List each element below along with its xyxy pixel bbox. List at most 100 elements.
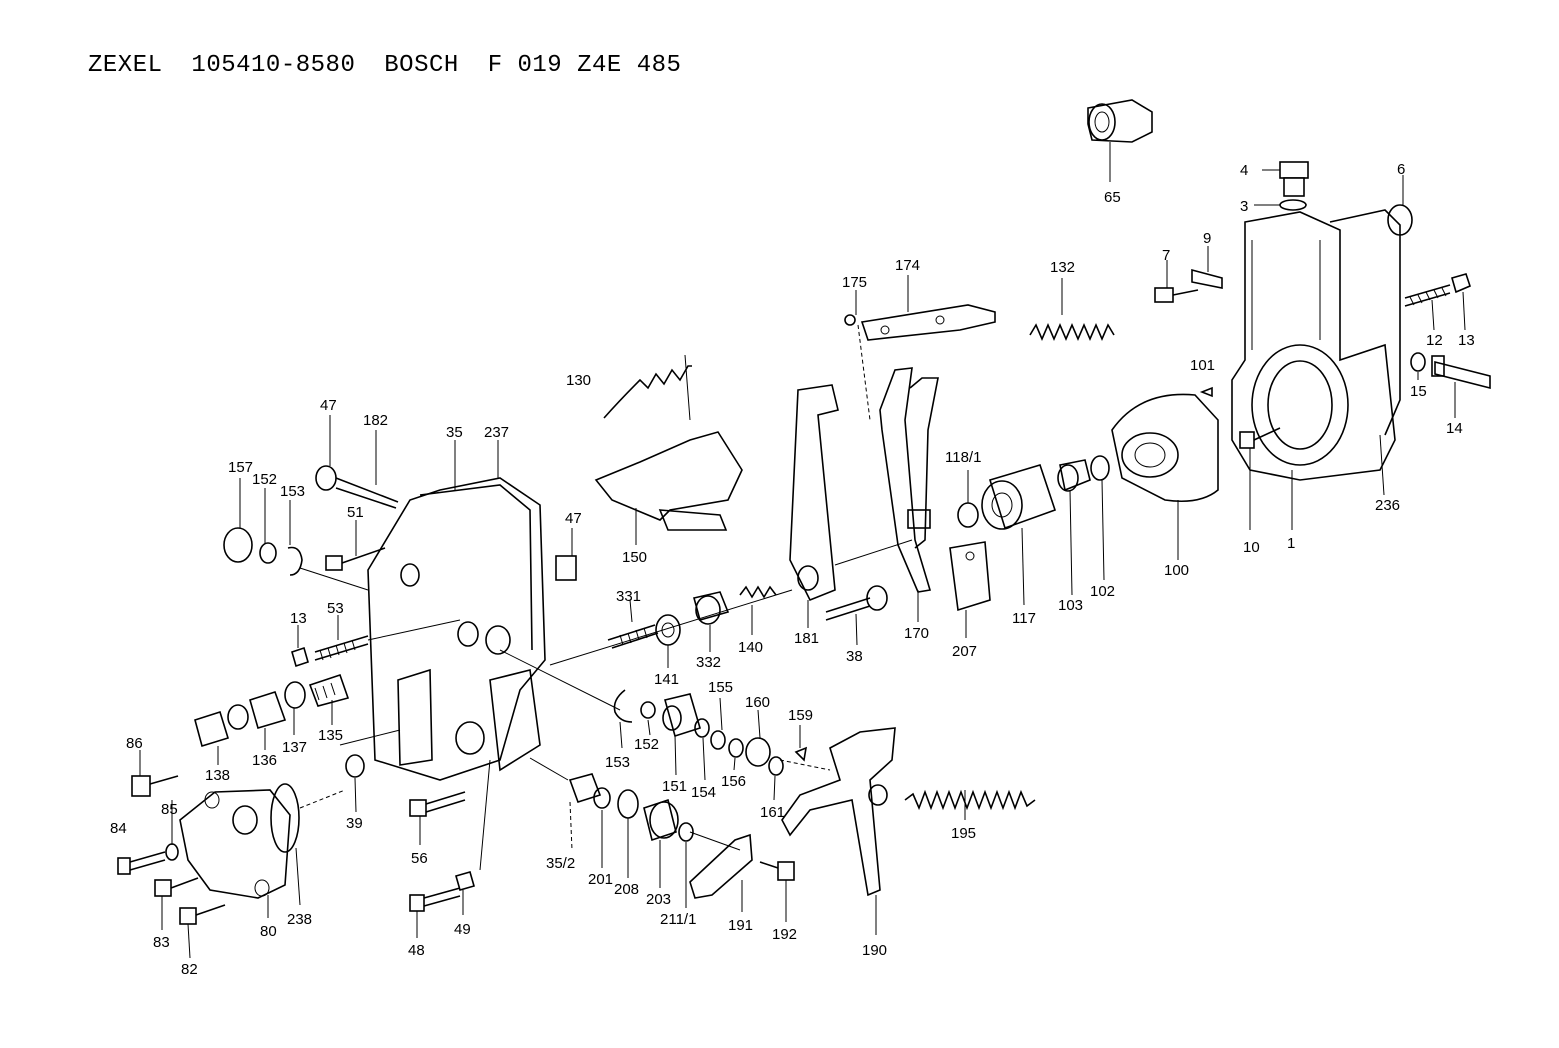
callout-153: 153 <box>280 483 305 500</box>
part-151-156-seal-stack <box>613 689 808 801</box>
part-135-138-adjust-assembly <box>194 673 350 765</box>
title-part-number-bosch: F 019 Z4E 485 <box>487 52 682 79</box>
callout-48: 48 <box>408 942 425 959</box>
part-7-9-bolt-plate <box>1154 246 1223 303</box>
callout-170: 170 <box>904 625 929 642</box>
part-331-332-140-141-adjuster <box>607 585 777 668</box>
callout-35-2: 35/2 <box>546 855 575 872</box>
part-207-block <box>949 541 991 638</box>
part-157-152-153-seal <box>223 478 369 591</box>
callout-83: 83 <box>153 934 170 951</box>
callout-65: 65 <box>1104 189 1121 206</box>
part-174-175-lever <box>844 275 996 421</box>
callout-118-1: 118/1 <box>945 449 981 466</box>
callout-237: 237 <box>484 424 509 441</box>
part-51-bolt <box>325 520 386 571</box>
callout-130: 130 <box>566 372 591 389</box>
part-80-housing <box>179 783 346 918</box>
part-101-key <box>1199 386 1213 398</box>
callout-211-1: 211/1 <box>660 911 696 928</box>
callout-238: 238 <box>287 911 312 928</box>
part-10-bolt <box>1239 427 1281 530</box>
callout-331: 331 <box>616 588 641 605</box>
callout-56: 56 <box>411 850 428 867</box>
part-1-governor-housing <box>1231 175 1413 530</box>
part-35-237-cover <box>367 440 793 871</box>
callout-85: 85 <box>161 801 178 818</box>
callout-201: 201 <box>588 871 613 888</box>
callout-7: 7 <box>1162 247 1170 264</box>
part-100-flyweight <box>1111 393 1219 560</box>
part-190-lever <box>779 727 896 935</box>
callout-84: 84 <box>110 820 127 837</box>
callout-12: 12 <box>1426 332 1443 349</box>
callout-161: 161 <box>760 804 785 821</box>
callout-136: 136 <box>252 752 277 769</box>
callout-14: 14 <box>1446 420 1463 437</box>
callout-15: 15 <box>1410 383 1427 400</box>
part-102-103-117-sleeve <box>981 455 1110 606</box>
callout-159: 159 <box>788 707 813 724</box>
callout-103: 103 <box>1058 597 1083 614</box>
callout-175: 175 <box>842 274 867 291</box>
callout-47: 47 <box>320 397 337 414</box>
callout-labels: 65 4 3 6 7 9 132 174 175 12 13 101 15 14… <box>110 161 1475 978</box>
callout-138: 138 <box>205 767 230 784</box>
callout-153: 153 <box>605 754 630 771</box>
callout-195: 195 <box>951 825 976 842</box>
diagram-title: ZEXEL 105410-8580 BOSCH F 019 Z4E 485 <box>88 52 695 79</box>
callout-38: 38 <box>846 648 863 665</box>
callout-174: 174 <box>895 257 920 274</box>
callout-4: 4 <box>1240 162 1248 179</box>
callout-9: 9 <box>1203 230 1211 247</box>
callout-82: 82 <box>181 961 198 978</box>
callout-53: 53 <box>327 600 344 617</box>
callout-190: 190 <box>862 942 887 959</box>
part-4-plug <box>1254 161 1309 211</box>
callout-236: 236 <box>1375 497 1400 514</box>
callout-101: 101 <box>1190 357 1215 374</box>
callout-135: 135 <box>318 727 343 744</box>
callout-80: 80 <box>260 923 277 940</box>
callout-117: 117 <box>1012 610 1036 627</box>
title-part-number-zexel: 105410-8580 <box>191 52 356 79</box>
callout-157: 157 <box>228 459 253 476</box>
callout-150: 150 <box>622 549 647 566</box>
part-12-13-stud <box>1404 273 1471 331</box>
callout-141: 141 <box>654 671 679 688</box>
callout-47: 47 <box>565 510 582 527</box>
part-352-201-208-203-211-fittings <box>529 757 694 908</box>
callout-39: 39 <box>346 815 363 832</box>
callout-49: 49 <box>454 921 471 938</box>
callout-203: 203 <box>646 891 671 908</box>
callout-35: 35 <box>446 424 463 441</box>
title-maker-zexel: ZEXEL <box>88 52 163 79</box>
callout-86: 86 <box>126 735 143 752</box>
callout-140: 140 <box>738 639 763 656</box>
part-56-48-49-bolts <box>409 791 475 938</box>
callout-6: 6 <box>1397 161 1405 178</box>
callout-192: 192 <box>772 926 797 943</box>
callout-152: 152 <box>634 736 659 753</box>
part-13-53-stud <box>291 615 461 668</box>
callout-137: 137 <box>282 739 307 756</box>
part-170-lever <box>879 367 939 622</box>
part-130-150-lever-assembly <box>594 354 743 545</box>
part-65-nut <box>1087 99 1153 182</box>
callout-10: 10 <box>1243 539 1260 556</box>
part-132-spring <box>1029 278 1115 342</box>
callout-332: 332 <box>696 654 721 671</box>
part-82-83-84-85-86-bolts <box>117 750 226 959</box>
callout-13: 13 <box>290 610 307 627</box>
callout-181: 181 <box>794 630 819 647</box>
callout-208: 208 <box>614 881 639 898</box>
part-195-spring <box>904 789 1036 820</box>
callout-102: 102 <box>1090 583 1115 600</box>
callout-154: 154 <box>691 784 716 801</box>
callout-13: 13 <box>1458 332 1475 349</box>
callout-155: 155 <box>708 679 733 696</box>
callout-152: 152 <box>252 471 277 488</box>
part-118-washer <box>957 470 979 528</box>
part-38-bolt <box>825 585 888 646</box>
